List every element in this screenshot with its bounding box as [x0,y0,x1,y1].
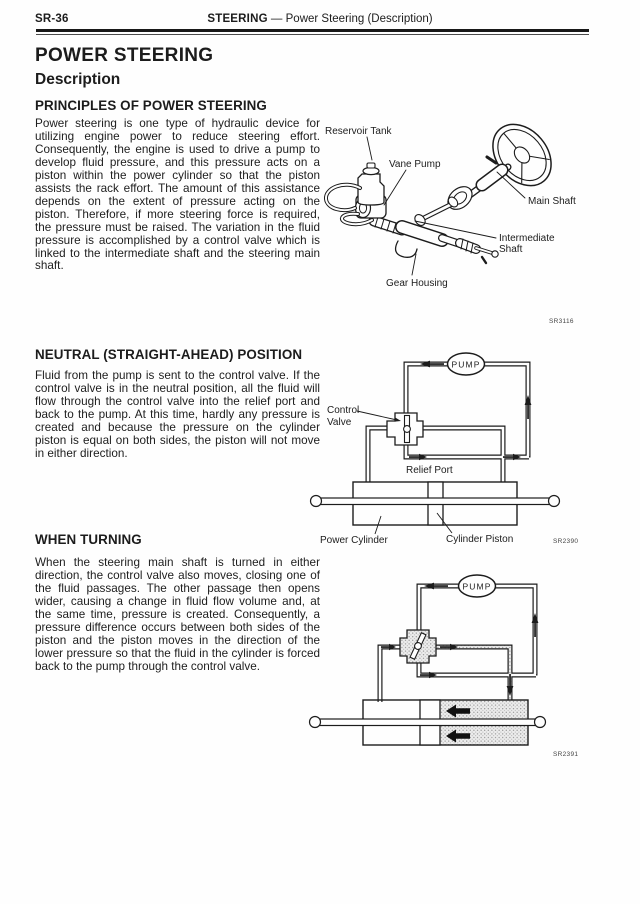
gear-housing-drawing [368,215,499,265]
section-heading-principles: PRINCIPLES OF POWER STEERING [35,98,267,113]
header-title-section: STEERING [207,13,268,25]
label-control-valve: Valve [327,417,352,428]
page-title: POWER STEERING [35,45,214,66]
figure-neutral-position: PUMP Control Valve Relief Port Power Cyl… [309,352,578,546]
header-title-topic: — Power Steering (Description) [267,13,433,25]
power-cylinder-drawing [308,699,547,746]
leader-arrowhead [394,417,401,422]
figure3-code: SR2391 [553,751,578,758]
piston-force-arrows [446,704,470,743]
figure2-leader-lines [356,410,453,535]
label-cylinder-piston: Cylinder Piston [446,534,513,545]
pump-drawing [457,574,497,598]
label-relief-port: Relief Port [406,465,453,476]
label-gear-housing: Gear Housing [386,278,448,289]
power-cylinder-drawing [309,481,561,526]
main-shaft-drawing [463,155,512,201]
label-intermediate: Intermediate [499,233,555,244]
section-body-principles: Power steering is one type of hydraulic … [35,117,320,273]
reservoir-tank-drawing [357,162,385,206]
label-intermediate-shaft: Shaft [499,244,523,255]
section-body-neutral: Fluid from the pump is sent to the contr… [35,369,320,460]
label-main-shaft: Main Shaft [528,196,576,207]
label-control: Control [327,405,359,416]
header-rule-thick [36,29,589,32]
hydraulic-pipes [365,361,531,484]
flow-arrows [409,360,532,461]
hose-drawing [324,182,374,227]
section-heading-turning: WHEN TURNING [35,532,142,547]
figure2-code: SR2390 [553,538,578,545]
figure-when-turning: PUMP SR2391 [308,574,578,758]
label-pump-neutral: PUMP [452,360,481,370]
section-body-turning: When the steering main shaft is turned i… [35,556,320,673]
label-pump-turning: PUMP [463,582,492,592]
label-reservoir-tank: Reservoir Tank [325,126,393,137]
pump-drawing [446,352,486,376]
figure1-code: SR3116 [549,318,574,325]
flow-arrows [381,582,539,696]
intermediate-shaft-drawing [414,196,459,226]
control-valve-drawing [399,629,437,664]
header-rule-thin [36,33,589,35]
page-number: SR-36 [35,13,69,25]
column-grommet-drawing [447,186,473,210]
page-subtitle: Description [35,71,121,88]
section-heading-neutral: NEUTRAL (STRAIGHT-AHEAD) POSITION [35,347,303,362]
label-vane-pump: Vane Pump [389,159,441,170]
label-power-cylinder: Power Cylinder [320,535,388,546]
figure1-leader-lines [366,136,526,276]
header-title: STEERING — Power Steering (Description) [0,13,640,25]
control-valve-drawing [386,412,424,446]
figure-steering-assembly: Reservoir Tank Vane Pump Main Shaft Inte… [324,123,576,325]
